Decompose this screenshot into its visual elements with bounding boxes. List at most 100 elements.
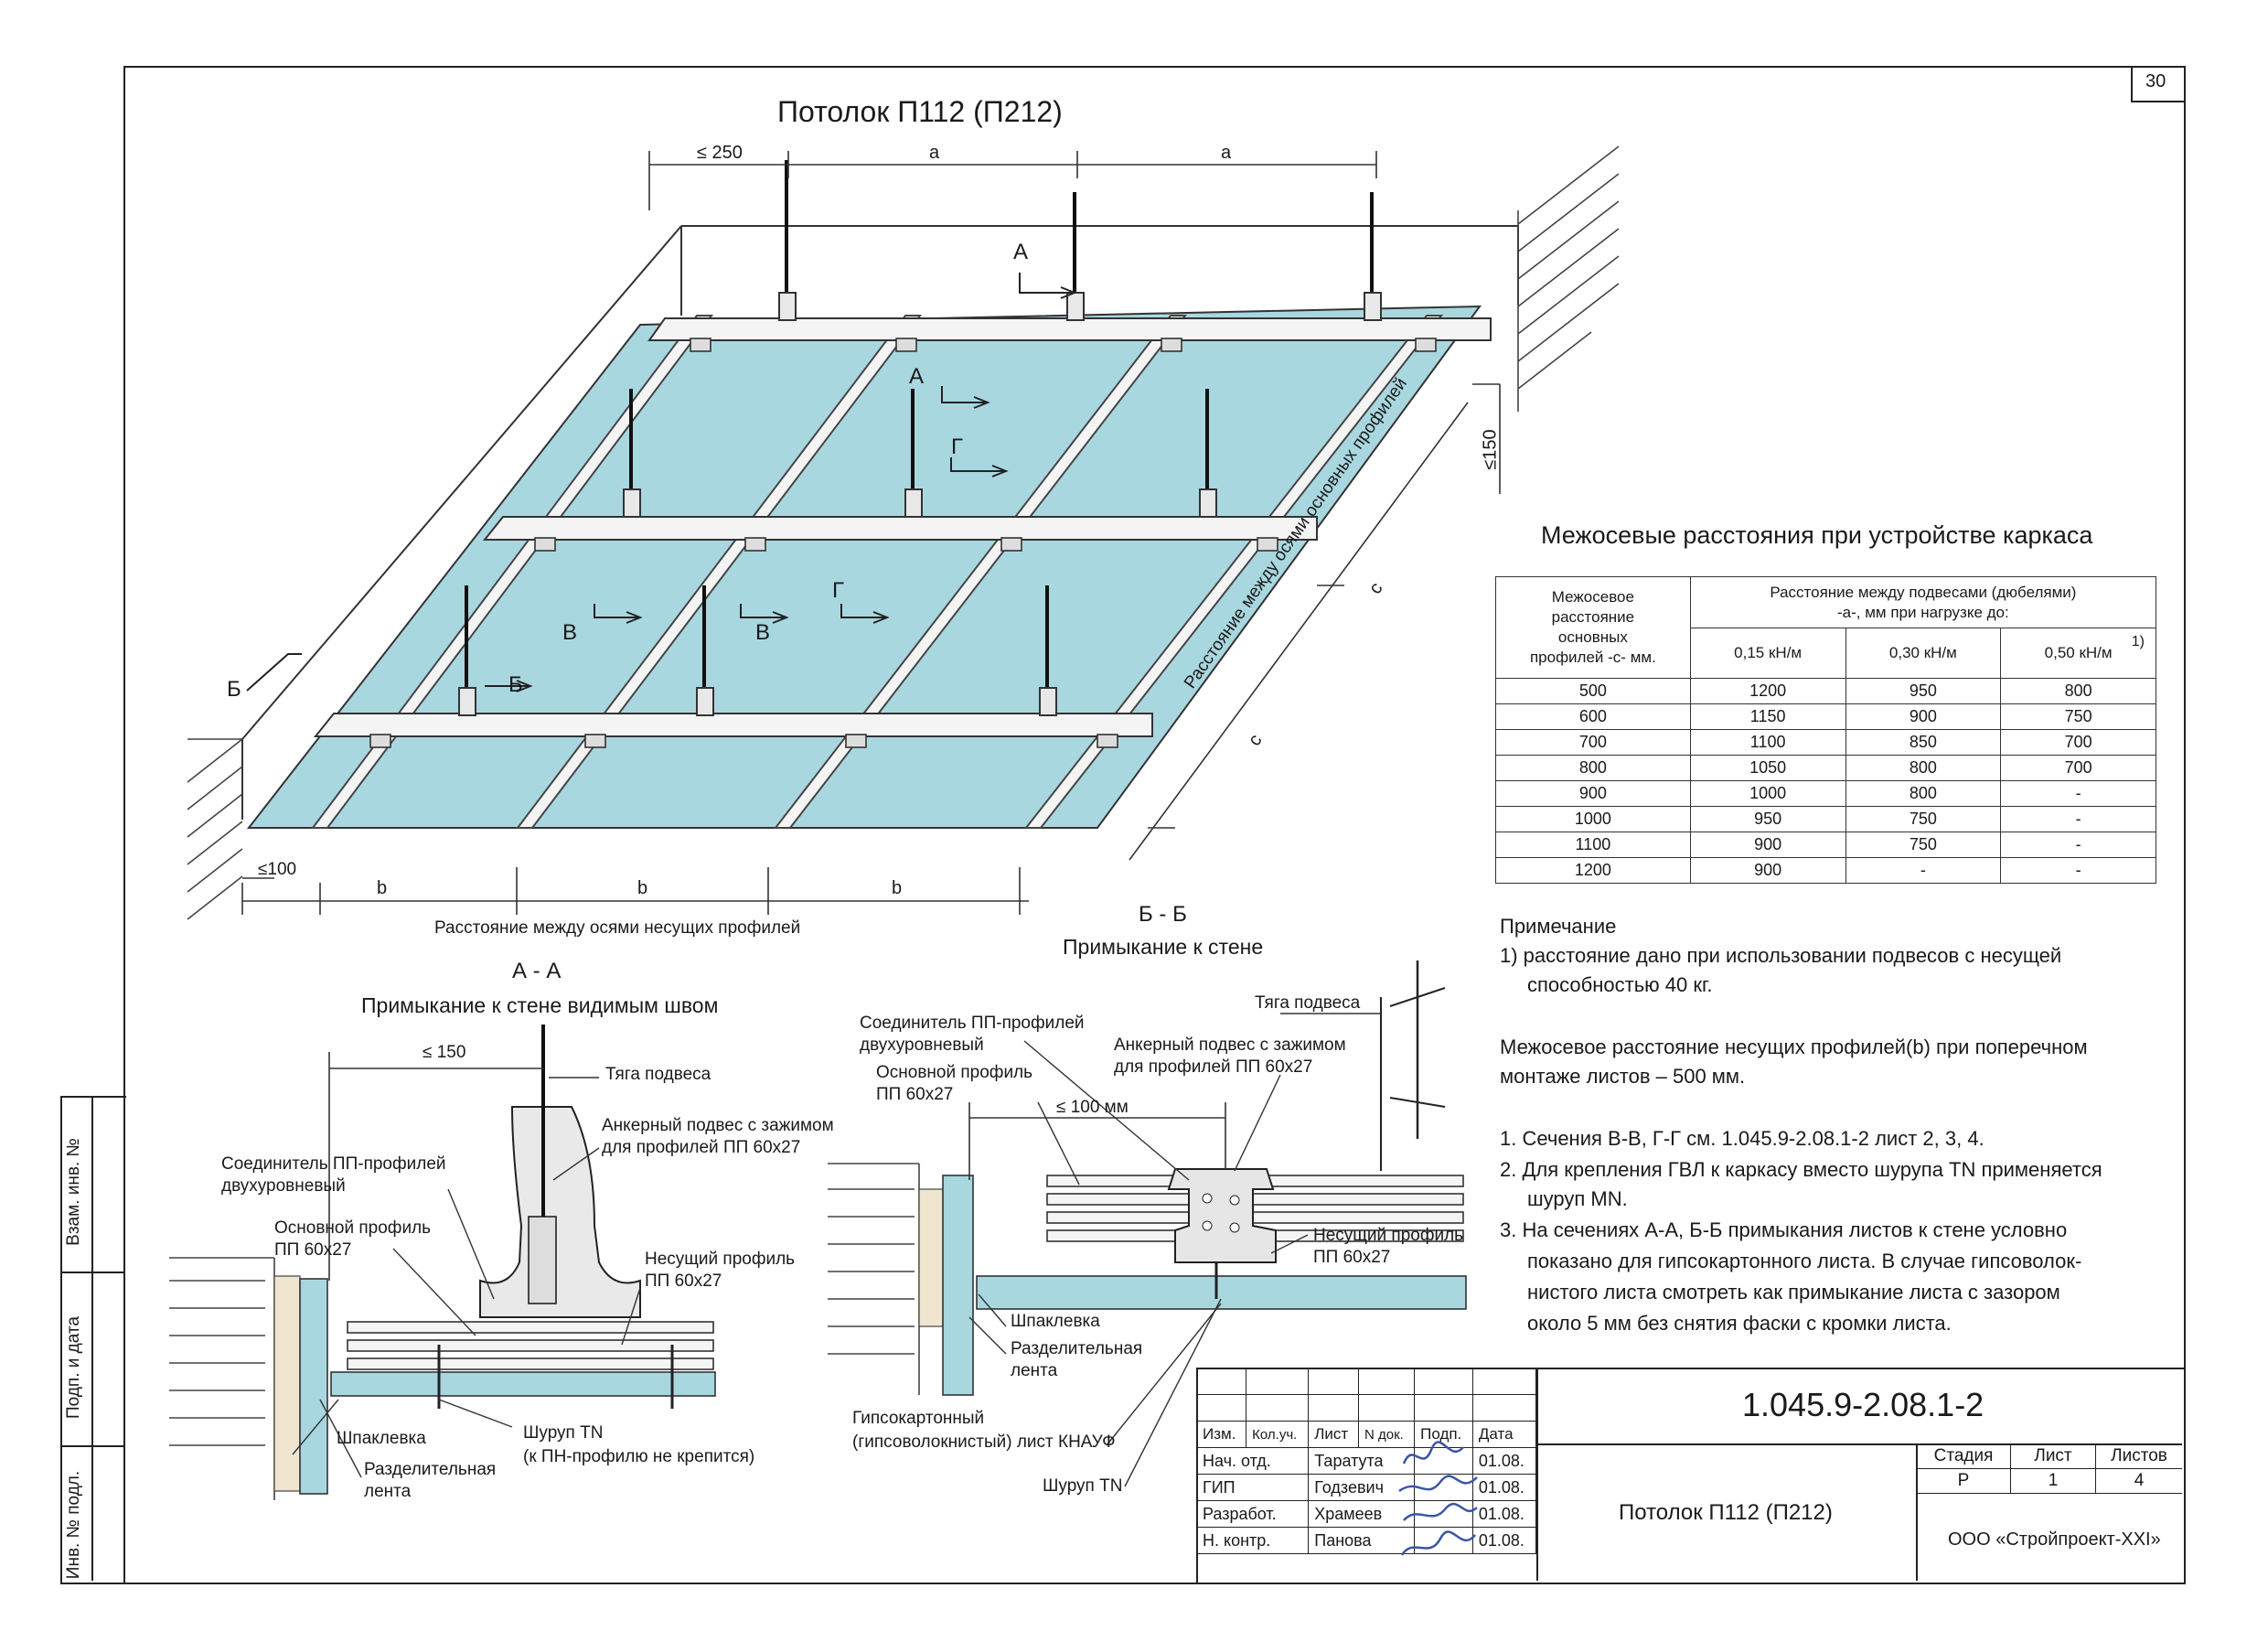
spacing-cell: -	[2000, 832, 2156, 858]
label-bearing-axes: Расстояние между осями несущих профилей	[434, 918, 801, 938]
page-number: 30	[2145, 71, 2166, 91]
section-arrows	[246, 273, 1077, 692]
spacing-cell: 800	[2000, 678, 2156, 704]
aa-nesushii-1: Несущий профиль	[645, 1250, 796, 1269]
bb-tyaga: Тяга подвеса	[1255, 993, 1361, 1013]
spacing-cell: 500	[1495, 678, 1691, 704]
sheet-value: 1	[2010, 1468, 2096, 1494]
spacing-cell: 800	[1845, 780, 2002, 807]
left-wall-hatch	[187, 738, 243, 920]
aa-dim-le150: ≤ 150	[423, 1043, 466, 1062]
bb-gipso-1: Гипсокартонный	[852, 1409, 985, 1428]
hanger-clips	[458, 292, 1382, 716]
bb-gipso-2: (гипсоволокнистый) лист КНАУФ	[852, 1432, 1116, 1452]
stage-table: Стадия Лист Листов Р 1 4	[1916, 1443, 2182, 1494]
spacing-cell: 750	[2000, 703, 2156, 730]
approval-role: ГИП	[1195, 1474, 1310, 1501]
spacing-cell: 950	[1845, 678, 2002, 704]
gypsum-board	[246, 305, 1482, 829]
aa-razdel-1: Разделительная	[364, 1460, 497, 1479]
section-mark-v-2: В	[755, 620, 771, 645]
aa-tyaga: Тяга подвеса	[605, 1065, 711, 1084]
main-title: Потолок П112 (П212)	[777, 95, 1063, 128]
dim-b-1: b	[377, 878, 388, 898]
note-l3b: показано для гипсокартонного листа. В сл…	[1527, 1250, 2082, 1272]
load-2: 0,30 кН/м	[1845, 628, 2002, 679]
dim-le100: ≤100	[258, 860, 297, 879]
approval-name: Таратута	[1308, 1447, 1416, 1475]
section-mark-g-1: Г	[951, 435, 963, 459]
aa-nesushii-2: ПП 60x27	[645, 1272, 722, 1291]
bb-razdel-1: Разделительная	[1011, 1339, 1143, 1358]
note-l1: 1. Сечения В-В, Г-Г см. 1.045.9-2.08.1-2…	[1500, 1127, 1984, 1150]
bb-anker-1: Анкерный подвес с зажимом	[1114, 1035, 1346, 1055]
spacing-cell: -	[1845, 857, 2002, 884]
approval-role: Разработ.	[1195, 1500, 1310, 1528]
doc-code: 1.045.9-2.08.1-2	[1742, 1386, 1984, 1423]
spacing-cell: 900	[1845, 703, 2002, 730]
spacing-cell: 1200	[1689, 678, 1846, 704]
load-1: 0,15 кН/м	[1689, 628, 1846, 679]
bb-dim-le100: ≤ 100 мм	[1056, 1098, 1129, 1117]
spacing-cell: 1100	[1689, 729, 1846, 756]
bb-soed-1: Соединитель ПП-профилей	[860, 1014, 1085, 1033]
right-wall-hatch	[1517, 145, 1620, 412]
spacing-cell: 600	[1495, 703, 1691, 730]
sheets-label: Листов	[2095, 1443, 2182, 1469]
diagonal-dimension	[1129, 383, 1501, 861]
side-stamp	[60, 1096, 126, 1584]
section-mark-b-2: Б	[508, 672, 523, 697]
spacing-header-left: Межосевое расстояние основных профилей -…	[1495, 576, 1691, 679]
signatures	[1398, 1441, 1478, 1556]
col-kol: Кол.уч.	[1246, 1421, 1310, 1448]
approval-date: 01.08.	[1471, 1527, 1537, 1554]
note-p1: Межосевое расстояние несущих профилей(b)…	[1500, 1035, 2088, 1058]
bb-osnovnoi-2: ПП 60x27	[876, 1085, 954, 1104]
bb-nesushii-2: ПП 60x27	[1313, 1248, 1391, 1267]
spacing-table-title: Межосевые расстояния при устройстве карк…	[1541, 521, 2093, 549]
aa-soed-2: двухуровневый	[221, 1176, 346, 1196]
note-1a: 1) расстояние дано при использовании под…	[1500, 944, 2062, 967]
approval-table: Изм. Кол.уч. Лист N док. Подп. Дата Нач.…	[1195, 1368, 1537, 1554]
doc-name: Потолок П112 (П212)	[1619, 1500, 1833, 1525]
section-mark-g-2: Г	[832, 578, 844, 603]
bb-shurup: Шуруп TN	[1043, 1476, 1123, 1496]
aa-anker-1: Анкерный подвес с зажимом	[602, 1116, 834, 1135]
sheet-label: Лист	[2010, 1443, 2096, 1469]
page-number-box	[2131, 66, 2186, 102]
bb-shpaklevka: Шпаклевка	[1011, 1312, 1100, 1331]
note-l3a: 3. На сечениях А-А, Б-Б примыкания листо…	[1500, 1218, 2068, 1241]
section-mark-a-2: А	[909, 364, 925, 389]
spacing-cell: -	[2000, 857, 2156, 884]
section-mark-a-1: А	[1013, 240, 1029, 264]
dim-b-3: b	[892, 878, 903, 898]
note-p2: монтаже листов – 500 мм.	[1500, 1065, 1746, 1088]
spacing-cell: 800	[1495, 755, 1691, 781]
note-l3c: нистого листа смотреть как примыкание ли…	[1527, 1281, 2060, 1304]
approval-role: Н. контр.	[1195, 1527, 1310, 1554]
section-mark-v-1: В	[562, 620, 578, 645]
spacing-cell: 700	[2000, 755, 2156, 781]
spacing-cell: 800	[1845, 755, 2002, 781]
spacing-header-right: Расстояние между подвесами (дюбелями) -а…	[1689, 576, 2157, 628]
aa-soed-1: Соединитель ПП-профилей	[221, 1154, 446, 1174]
col-izm: Изм.	[1195, 1421, 1247, 1448]
bb-nesushii-1: Несущий профиль	[1313, 1226, 1464, 1245]
spacing-cell: -	[2000, 780, 2156, 807]
bb-razdel-2: лента	[1011, 1361, 1058, 1380]
bearing-profiles	[311, 315, 1444, 829]
drawing-frame	[123, 66, 2186, 1584]
note-l2a: 2. Для крепления ГВЛ к каркасу вместо шу…	[1500, 1158, 2102, 1181]
primary-profiles	[313, 317, 1492, 737]
spacing-cell: 700	[2000, 729, 2156, 756]
